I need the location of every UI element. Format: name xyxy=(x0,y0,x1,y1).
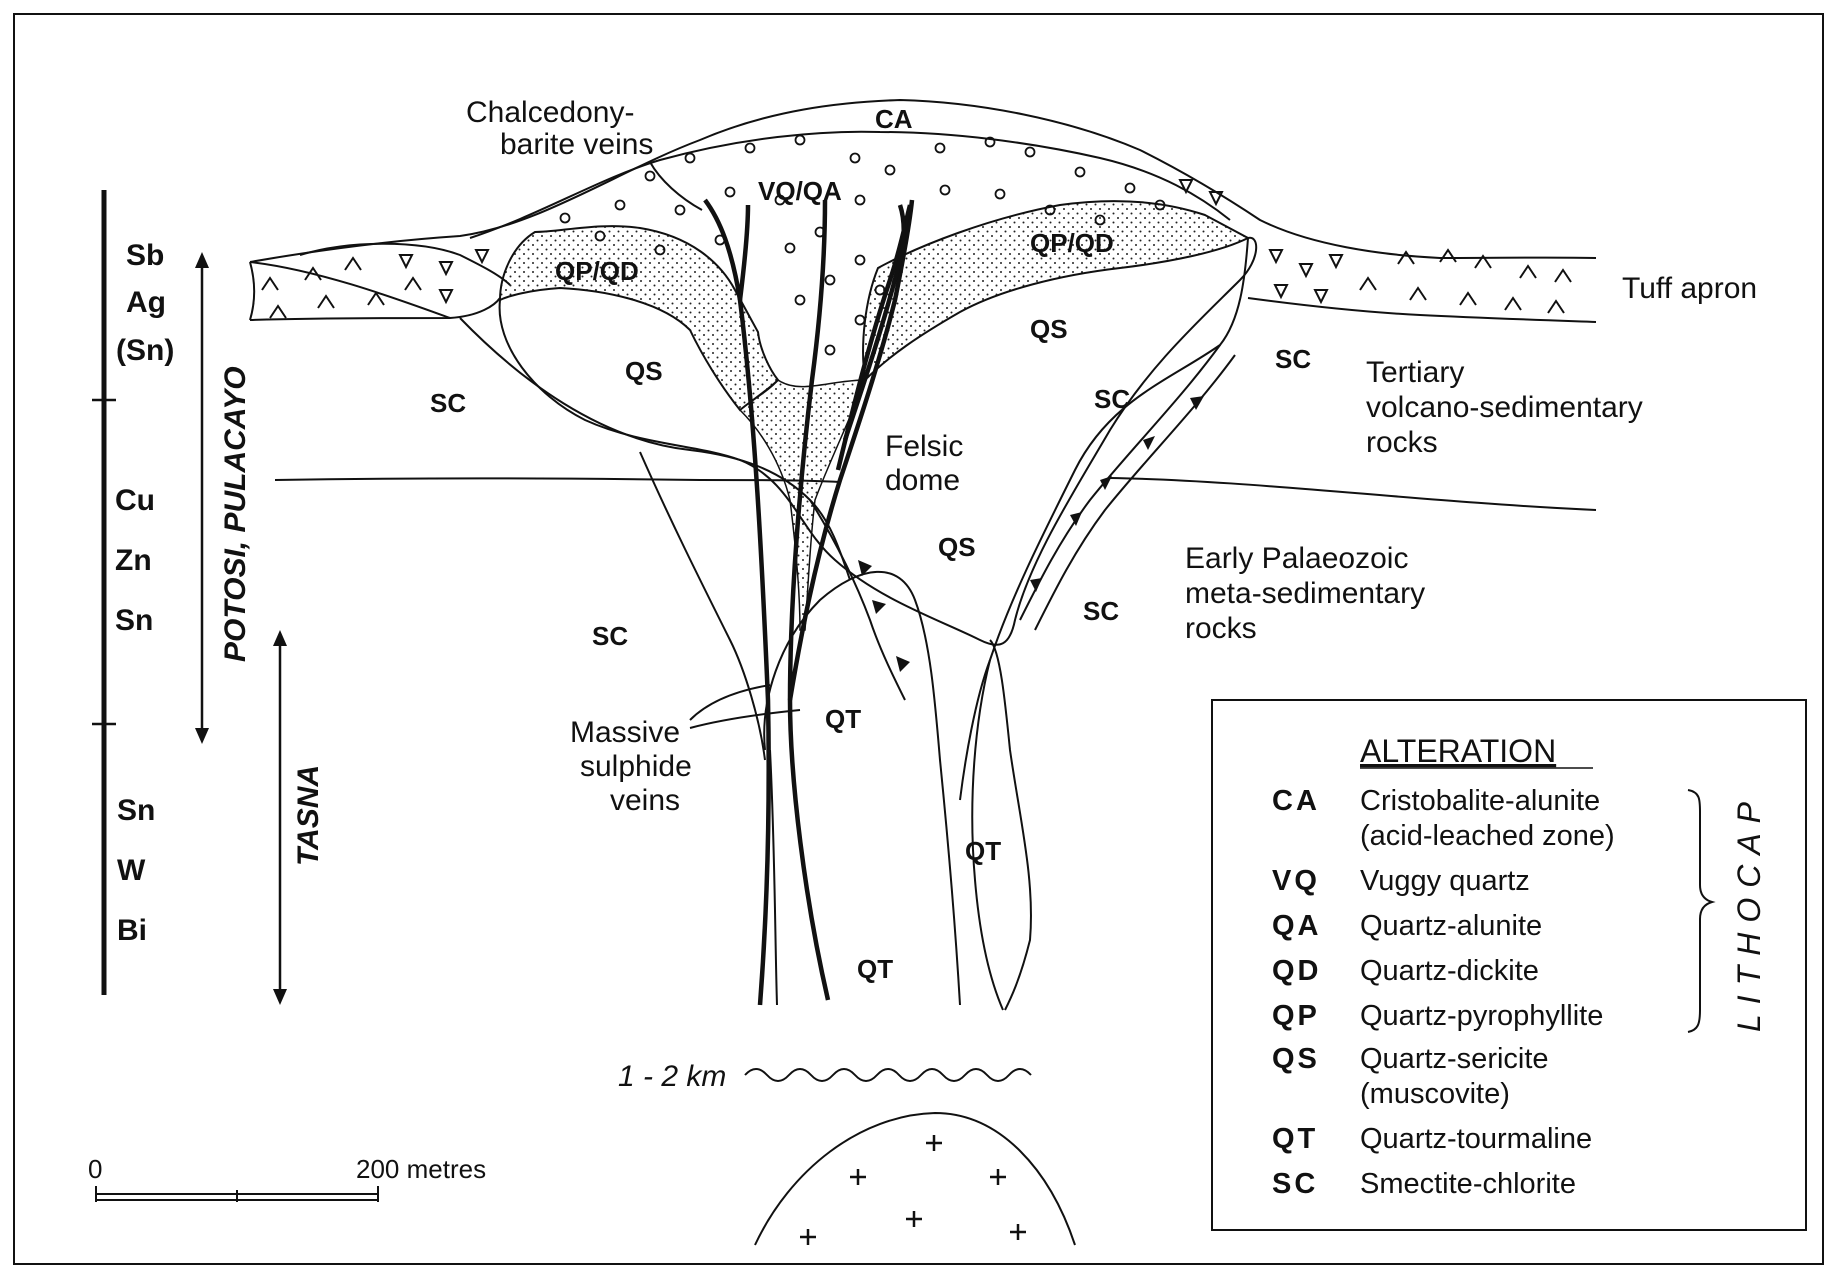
legend-desc-ca-1: Cristobalite-alunite xyxy=(1360,785,1600,817)
qt-zone-right-inner xyxy=(972,660,1003,1010)
zone-qpqd-right: QP/QD xyxy=(1030,228,1114,258)
tuff-apron-label: Tuff apron xyxy=(1622,272,1757,305)
metal-sn-upper: (Sn) xyxy=(116,334,174,367)
legend-code-vq: VQ xyxy=(1272,865,1320,897)
legend-title: ALTERATION xyxy=(1360,733,1556,769)
zone-sc-4: SC xyxy=(592,621,628,651)
zone-ca: CA xyxy=(875,104,913,134)
legend-code-qt: QT xyxy=(1272,1123,1318,1155)
scale-end: 200 metres xyxy=(356,1154,486,1184)
scale-zero: 0 xyxy=(88,1154,102,1184)
zone-vqqa: VQ/QA xyxy=(758,176,842,206)
tuff-apron-left xyxy=(250,298,500,320)
metal-zn: Zn xyxy=(115,544,152,577)
tuff-apron-left-outer xyxy=(250,262,254,320)
palaeozoic-label-3: rocks xyxy=(1185,612,1257,645)
tertiary-label-2: volcano-sedimentary xyxy=(1366,391,1643,424)
zone-qs-center: QS xyxy=(938,532,976,562)
metal-sn-lower: Sn xyxy=(117,794,155,827)
legend-desc-qp: Quartz-pyrophyllite xyxy=(1360,1000,1603,1032)
potosi-range-arrow xyxy=(195,252,209,744)
metal-sn-middle: Sn xyxy=(115,604,153,637)
legend-desc-qa: Quartz-alunite xyxy=(1360,910,1542,942)
potosi-label: POTOSI, PULACAYO xyxy=(219,366,252,662)
legend-code-ca: CA xyxy=(1272,785,1320,817)
legend-code-qs: QS xyxy=(1272,1043,1320,1075)
zone-qs-left: QS xyxy=(625,356,663,386)
tuff-apron-right xyxy=(1248,298,1596,322)
chalcedony-label-2: barite veins xyxy=(500,128,653,161)
scale-bar xyxy=(96,1186,378,1202)
legend-desc-sc: Smectite-chlorite xyxy=(1360,1168,1576,1200)
massive-label-3: veins xyxy=(610,784,680,817)
intrusion-crosses xyxy=(800,1135,1026,1245)
lithocap-label: LITHOCAP xyxy=(1731,792,1767,1032)
zone-sc-5: SC xyxy=(1083,596,1119,626)
legend-desc-qs-1: Quartz-sericite xyxy=(1360,1043,1549,1075)
zone-sc-1: SC xyxy=(430,388,466,418)
depth-label: 1 - 2 km xyxy=(618,1060,726,1093)
zone-sc-3: SC xyxy=(1275,344,1311,374)
surface-line xyxy=(250,100,1596,262)
tasna-label: TASNA xyxy=(292,765,325,866)
chalcedony-label-1: Chalcedony- xyxy=(466,96,634,129)
qt-zone-right xyxy=(990,640,1031,1010)
zone-qt-2: QT xyxy=(965,836,1001,866)
zone-qs-right: QS xyxy=(1030,314,1068,344)
felsic-label-1: Felsic xyxy=(885,430,963,463)
massive-label-2: sulphide xyxy=(580,750,692,783)
tertiary-label-1: Tertiary xyxy=(1366,356,1464,389)
zone-qt-3: QT xyxy=(857,954,893,984)
legend-desc-ca-2: (acid-leached zone) xyxy=(1360,820,1615,852)
chalcedony-leader xyxy=(650,162,702,210)
legend-desc-qd: Quartz-dickite xyxy=(1360,955,1539,987)
metal-ag: Ag xyxy=(126,286,166,319)
sc-boundary-right xyxy=(960,238,1248,800)
tasna-range-arrow xyxy=(273,630,287,1005)
palaeozoic-label-1: Early Palaeozoic xyxy=(1185,542,1408,575)
metal-bi: Bi xyxy=(117,914,147,947)
zone-sc-2: SC xyxy=(1094,384,1130,414)
massive-label-1: Massive xyxy=(570,716,680,749)
qt-zone-left-outer xyxy=(770,750,777,1005)
massive-leader-2 xyxy=(690,710,800,728)
depth-break-line xyxy=(745,1069,1031,1081)
metal-cu: Cu xyxy=(115,484,155,517)
felsic-label-2: dome xyxy=(885,464,960,497)
zone-qt-1: QT xyxy=(825,704,861,734)
legend-code-qp: QP xyxy=(1272,1000,1320,1032)
sc-boundary-left-lower xyxy=(640,452,765,760)
legend-code-qa: QA xyxy=(1272,910,1322,942)
zone-qpqd-left: QP/QD xyxy=(555,256,639,286)
legend-desc-vq: Vuggy quartz xyxy=(1360,865,1530,897)
palaeozoic-label-2: meta-sedimentary xyxy=(1185,577,1425,610)
legend-desc-qt: Quartz-tourmaline xyxy=(1360,1123,1592,1155)
legend-code-qd: QD xyxy=(1272,955,1322,987)
tertiary-label-3: rocks xyxy=(1366,426,1438,459)
metal-sb: Sb xyxy=(126,239,164,272)
legend-desc-qs-2: (muscovite) xyxy=(1360,1078,1510,1110)
metal-w: W xyxy=(117,854,146,887)
legend-code-sc: SC xyxy=(1272,1168,1318,1200)
